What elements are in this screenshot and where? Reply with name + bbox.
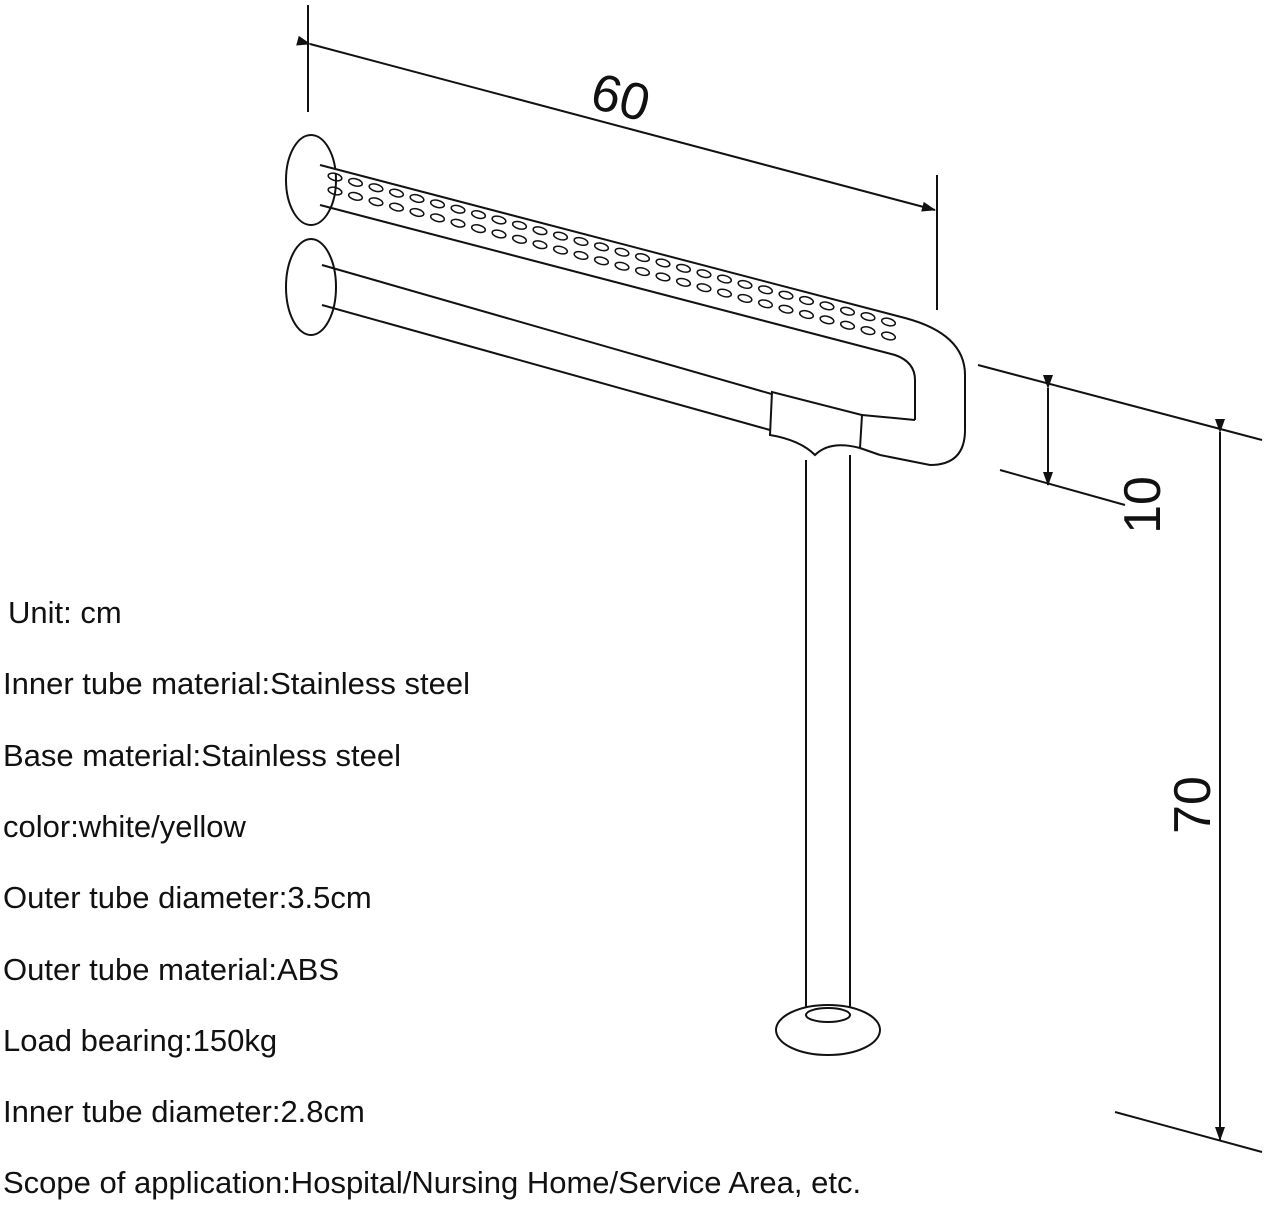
grip-dot [634,266,651,277]
grip-dot [778,304,794,314]
grip-dot [675,263,692,273]
grip-dot [511,220,528,230]
grip-dot [778,290,794,300]
grip-dot [491,215,507,225]
grip-dot [880,317,897,327]
grip-dot [696,269,712,279]
grip-dot [368,183,384,193]
grip-dot [573,236,589,247]
grip-dot [737,279,753,290]
grip-dot [327,172,343,182]
grip-dot [511,234,528,244]
grip-dot [388,202,405,212]
grip-dot [347,191,364,201]
dimension-label-70: 70 [1164,776,1222,834]
wall-flange-top [285,134,337,226]
grip-dot [429,213,446,223]
dimension-line-60 [296,35,936,212]
grip-dot [573,250,589,261]
grip-dot [860,326,876,336]
grip-dot [839,306,856,316]
grip-dot [798,295,815,306]
grip-dot [757,299,774,309]
floor-flange [775,1004,881,1056]
grip-dot [860,312,876,322]
lower-rail-bottom [321,304,771,431]
spec-line: Inner tube diameter:2.8cm [3,1094,365,1130]
wall-flange-bottom [285,238,337,336]
grip-dot [696,283,712,293]
grip-dot [552,231,569,241]
spec-line: Load bearing:150kg [3,1022,278,1058]
grip-dot [757,285,774,295]
grip-dot [532,226,548,236]
t-junction [768,390,864,457]
grip-dot [737,293,753,304]
grip-dot [716,288,733,298]
grip-dot [819,301,835,311]
spec-line: Scope of application:Hospital/Nursing Ho… [3,1165,862,1201]
lower-rail-top [321,264,776,396]
grip-dot [450,218,466,228]
grip-dot [655,272,671,282]
spec-line: Unit: cm [8,595,122,630]
grip-dot [675,277,692,287]
grip-dot [614,261,630,271]
spec-line: Outer tube material:ABS [3,951,339,987]
grip-dot [368,197,384,207]
grip-dot [450,204,466,214]
grip-dot [388,188,405,198]
grip-dot [327,186,343,196]
spec-line: Outer tube diameter:3.5cm [3,880,372,916]
grip-dot [470,210,487,220]
spec-line: Base material:Stainless steel [3,737,402,773]
grip-dot [552,245,569,255]
top-rail [319,164,966,467]
grip-dot [634,252,651,263]
spec-line: Inner tube material:Stainless steel [3,666,470,702]
grip-dot [716,274,733,284]
grip-dot [655,258,671,268]
grip-dot [593,256,610,266]
grip-dot [491,229,507,239]
grip-dot [409,207,425,218]
grip-dot [470,224,487,234]
grip-dot [347,177,364,187]
grip-dot [409,193,425,204]
grip-dot [798,309,815,320]
grip-dot [880,331,897,341]
grip-dot [819,315,835,325]
grip-dot [614,247,630,257]
grip-dot [429,199,446,209]
spec-line: color:white/yellow [3,808,246,844]
dimension-label-60: 60 [585,63,656,134]
grip-dot [532,240,548,250]
grip-dot [593,242,610,252]
dimension-label-10: 10 [1114,476,1172,534]
grip-dot [839,320,856,330]
